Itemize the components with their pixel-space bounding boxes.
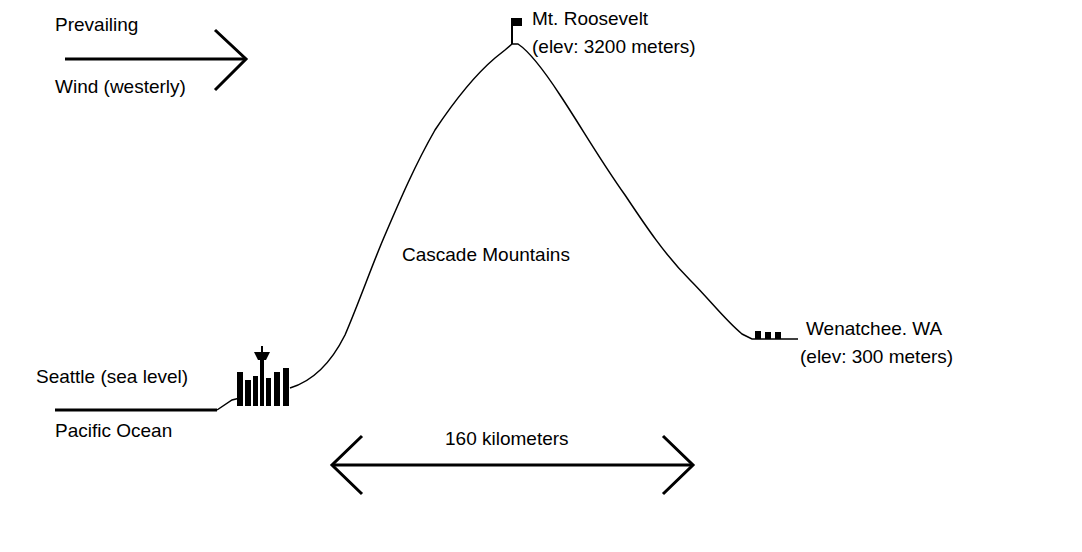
seattle-skyline xyxy=(237,346,289,406)
city-label: Wenatchee. WA xyxy=(806,318,942,341)
distance-label: 160 kilometers xyxy=(445,428,569,451)
wind-label: Wind (westerly) xyxy=(55,76,186,99)
wenatchee-buildings xyxy=(755,331,781,339)
ocean-line xyxy=(55,409,217,412)
mountain-profile xyxy=(217,44,798,410)
peak-name: Mt. Roosevelt xyxy=(532,8,648,31)
summit-flag xyxy=(512,18,522,44)
peak-elevation: (elev: 3200 meters) xyxy=(532,36,696,59)
wind-label: Prevailing xyxy=(55,14,138,37)
city-elevation: (elev: 300 meters) xyxy=(800,346,953,369)
city-label: Seattle (sea level) xyxy=(36,366,188,389)
ocean-label: Pacific Ocean xyxy=(55,420,172,443)
range-name: Cascade Mountains xyxy=(402,244,570,267)
